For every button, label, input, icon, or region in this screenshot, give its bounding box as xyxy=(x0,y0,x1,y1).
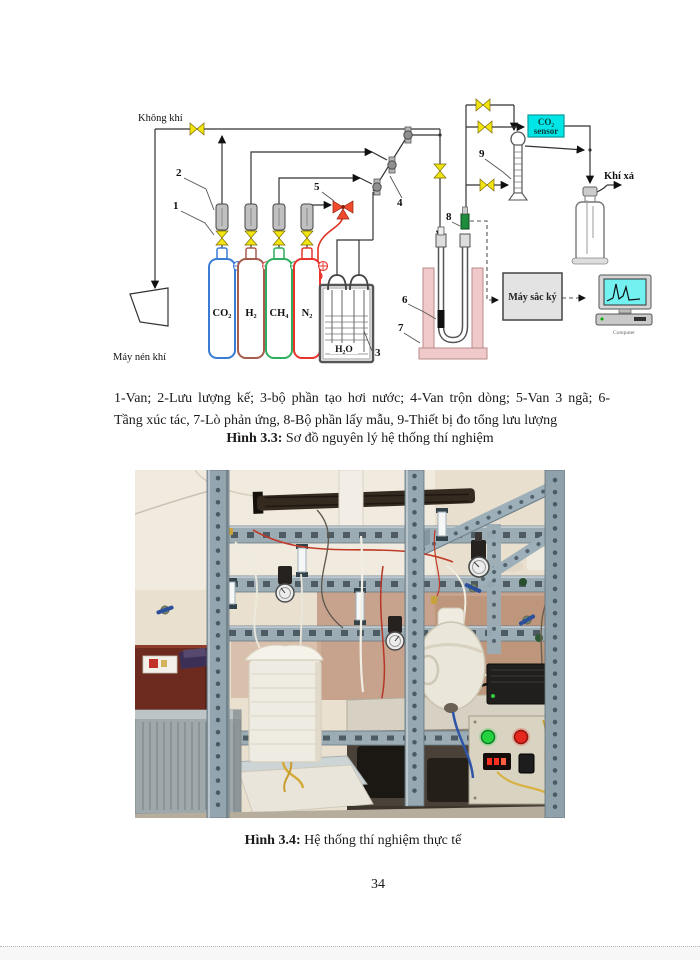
legend-line-1: 1-Van; 2-Lưu lượng kế; 3-bộ phần tạo hơi… xyxy=(114,391,610,406)
callout-4: 4 xyxy=(397,197,403,209)
green-indicator-light xyxy=(480,729,496,745)
figure-3-3-caption-label: Hình 3.3: xyxy=(226,431,283,446)
co2-sensor-label-2: sensor xyxy=(534,126,559,136)
callout-8: 8 xyxy=(446,211,452,223)
legend-line-2: Tầng xúc tác, 7-Lò phản ứng, 8-Bộ phần l… xyxy=(114,413,558,428)
white-pipe xyxy=(338,470,364,529)
blue-cable xyxy=(451,711,475,779)
co2-sensor-label-1: CO₂ xyxy=(538,117,555,127)
sampling-port xyxy=(460,213,470,230)
figure-3-3-legend: 1-Van; 2-Lưu lượng kế; 3-bộ phần tạo hơi… xyxy=(114,388,610,432)
page-bottom-edge xyxy=(0,946,700,960)
manual-valves xyxy=(156,583,536,663)
callout-numbers: 2 1 3 4 5 6 7 8 9 xyxy=(173,148,485,359)
rocker-switch xyxy=(518,753,535,774)
air-compressor: Máy nén khí xyxy=(113,287,169,363)
catalyst-bed xyxy=(437,310,445,328)
red-indicator-light xyxy=(513,729,529,745)
bubble-flow-meter xyxy=(507,131,529,201)
callout-7: 7 xyxy=(398,322,404,334)
computer-screen xyxy=(603,278,647,306)
cylinder-ch4-label: CH₄ xyxy=(270,308,290,319)
air-inlet-label: Không khí xyxy=(138,113,183,124)
figure-3-3-caption: Hình 3.3: Sơ đồ nguyên lý hệ thống thí n… xyxy=(110,431,610,447)
callout-9: 9 xyxy=(479,148,485,160)
gas-chromatograph: Máy sắc ký xyxy=(502,272,563,321)
exhaust-bottle: Khí xả xyxy=(571,171,635,265)
callout-2: 2 xyxy=(176,167,182,179)
chromatogram-trace xyxy=(606,283,641,302)
cylinder-h2-label: H₂ xyxy=(245,308,256,319)
dashed-signal-lines xyxy=(470,220,586,304)
callout-leaders xyxy=(180,158,512,352)
callout-5: 5 xyxy=(314,181,320,193)
schematic-figure-3-3: Máy nén khí Không khí xyxy=(113,98,653,364)
steam-generator: H₂O xyxy=(318,274,375,364)
compressor-label: Máy nén khí xyxy=(113,352,166,363)
three-way-valve xyxy=(332,200,354,220)
exhaust-label: Khí xả xyxy=(604,171,635,182)
callout-3: 3 xyxy=(375,347,381,359)
gas-cylinders: CO₂ H₂ CH₄ N₂ xyxy=(208,247,329,359)
water-label: H₂O xyxy=(335,345,353,355)
figure-3-4-caption: Hình 3.4: Hệ thống thí nghiệm thực tế xyxy=(103,833,603,849)
gc-label: Máy sắc ký xyxy=(508,292,556,303)
rack-uprights xyxy=(206,470,565,818)
insulated-furnace xyxy=(248,659,322,763)
co2-sensor: CO₂ sensor xyxy=(527,114,565,138)
furnace-area xyxy=(232,644,374,815)
figure-3-4-caption-text: Hệ thống thí nghiệm thực tế xyxy=(300,833,462,848)
computer: Computer xyxy=(595,274,653,336)
figure-3-3-caption-text: Sơ đồ nguyên lý hệ thống thí nghiệm xyxy=(282,431,494,446)
figure-3-4-caption-label: Hình 3.4: xyxy=(244,833,301,848)
mixing-valves xyxy=(372,126,413,196)
reactor-furnace xyxy=(418,206,488,360)
side-table xyxy=(135,645,211,710)
wrapped-reactor xyxy=(416,607,486,779)
flow-meter-icons xyxy=(215,203,314,231)
cylinder-n2-label: N₂ xyxy=(302,308,313,319)
valve-icons xyxy=(189,98,495,246)
rotameter xyxy=(437,511,447,537)
cylinder-co2-label: CO₂ xyxy=(213,308,232,319)
computer-label: Computer xyxy=(613,330,635,336)
callout-1: 1 xyxy=(173,200,179,212)
callout-6: 6 xyxy=(402,294,408,306)
page-number: 34 xyxy=(371,877,385,892)
photo-figure-3-4 xyxy=(135,470,565,818)
